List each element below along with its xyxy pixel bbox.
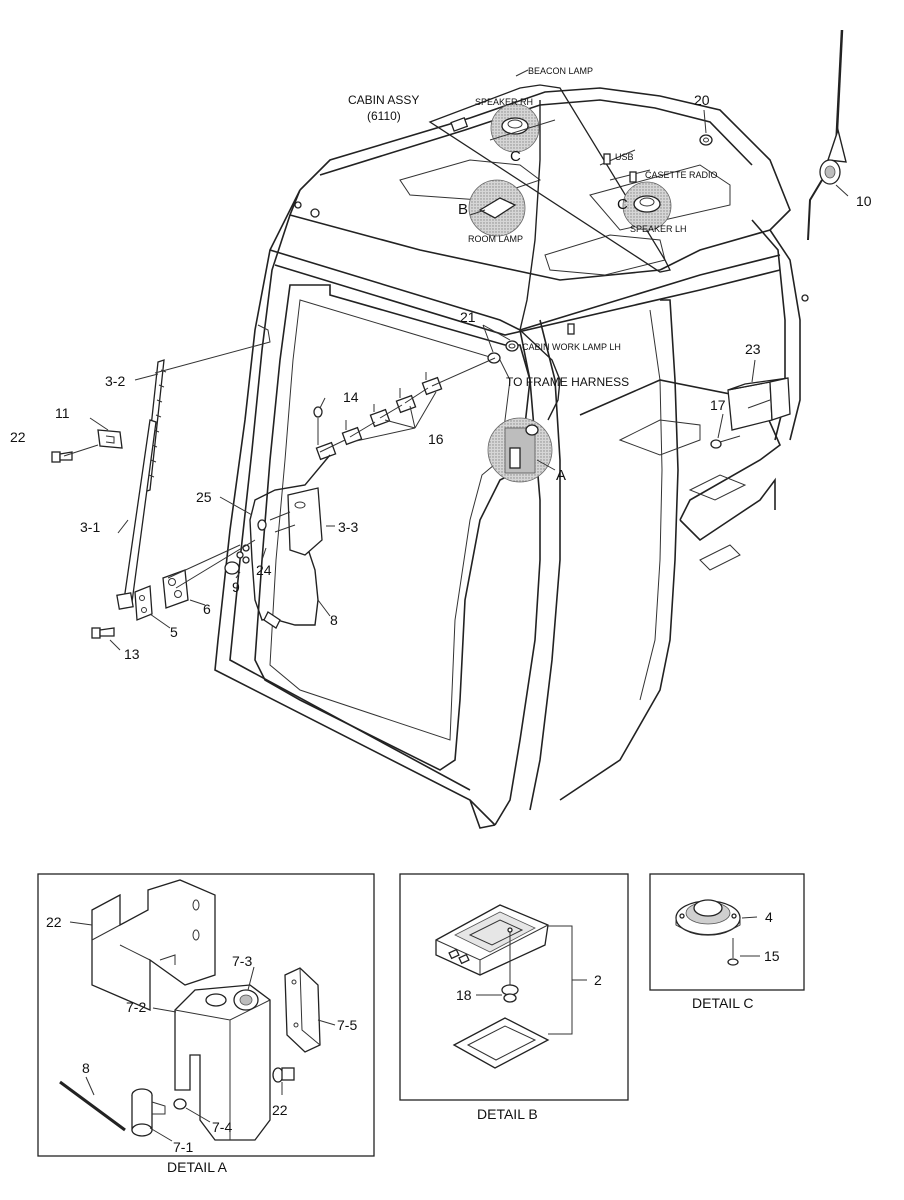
part-number-20: 20 xyxy=(694,92,710,108)
part-number-23: 23 xyxy=(745,341,761,357)
room-lamp-label: ROOM LAMP xyxy=(468,234,523,244)
washer-pump xyxy=(131,1088,166,1137)
part-number-13: 13 xyxy=(124,646,140,662)
cabin-assy-label: CABIN ASSY xyxy=(348,93,419,107)
detail-a-circle xyxy=(487,417,553,483)
tank-mounting-bracket xyxy=(284,967,321,1053)
detail-a-part-22-bottom: 22 xyxy=(272,1102,288,1118)
control-box xyxy=(727,377,791,431)
detail-b-part-2: 2 xyxy=(594,972,602,988)
detail-a-hose xyxy=(59,1080,126,1132)
wiper-pivot-plate xyxy=(134,585,153,621)
part-number-14: 14 xyxy=(343,389,359,405)
detail-b-title: DETAIL B xyxy=(477,1106,538,1122)
detail-c-circle-rh xyxy=(490,103,540,153)
detail-b-screw xyxy=(501,927,519,1003)
part-number-8: 8 xyxy=(330,612,338,628)
speaker-lh-label: SPEAKER LH xyxy=(630,224,687,234)
part-number-3-1: 3-1 xyxy=(80,519,100,535)
radio-connector xyxy=(629,171,637,183)
pump-grommet xyxy=(173,1098,187,1110)
speaker-rh-label: SPEAKER RH xyxy=(475,97,533,107)
harness-clips xyxy=(313,357,496,461)
detail-a-part-22-top: 22 xyxy=(46,914,62,930)
part-number-5: 5 xyxy=(170,624,178,640)
wiper-clip-bracket xyxy=(97,429,123,449)
room-lamp-body xyxy=(435,904,549,976)
usb-connector xyxy=(603,153,611,165)
speaker-unit xyxy=(675,899,741,936)
detail-c-title: DETAIL C xyxy=(692,995,753,1011)
cabin-work-lamp-label: CABIN WORK LAMP LH xyxy=(522,342,621,352)
detail-a-bolt xyxy=(272,1067,295,1083)
cabin-frame xyxy=(214,87,809,829)
detail-b-letter: B xyxy=(458,201,468,218)
usb-label: USB xyxy=(615,152,634,162)
part-number-3-3: 3-3 xyxy=(338,519,358,535)
cabin-assy-code: (6110) xyxy=(367,109,401,123)
detail-c-part-15: 15 xyxy=(764,948,780,964)
part-number-11: 11 xyxy=(55,405,70,421)
work-lamp-connector xyxy=(567,323,575,335)
antenna-cap xyxy=(699,134,713,146)
washer-hose xyxy=(249,454,331,626)
detail-b-part-18: 18 xyxy=(456,987,472,1003)
detail-c-letter-lh: C xyxy=(617,196,628,213)
part-number-21: 21 xyxy=(460,309,476,325)
bolt-17 xyxy=(710,435,741,449)
wiper-seal-plate xyxy=(162,569,189,609)
detail-a-part-7-3: 7-3 xyxy=(232,953,252,969)
part-number-6: 6 xyxy=(203,601,211,617)
detail-c-panel: 4 15 xyxy=(649,873,805,991)
part-number-16: 16 xyxy=(428,431,444,447)
detail-a-bracket xyxy=(91,879,216,1011)
frame-harness-wire xyxy=(519,329,561,421)
frame-harness-label: TO FRAME HARNESS xyxy=(506,375,629,389)
washer-tank xyxy=(174,984,271,1141)
detail-a-part-7-4: 7-4 xyxy=(212,1119,232,1135)
wiper-arm xyxy=(116,419,157,610)
part-number-24: 24 xyxy=(256,562,272,578)
detail-a-part-7-5: 7-5 xyxy=(337,1017,357,1033)
part-number-25: 25 xyxy=(196,489,212,505)
detail-c-part-4: 4 xyxy=(765,909,773,925)
harness-wire xyxy=(519,100,541,331)
part-number-17: 17 xyxy=(710,397,726,413)
bolt-13 xyxy=(91,627,115,639)
detail-b-circle xyxy=(468,179,526,237)
part-number-10: 10 xyxy=(856,193,872,209)
detail-c-circle-lh xyxy=(622,181,672,231)
detail-a-title: DETAIL A xyxy=(167,1159,228,1175)
part-number-22: 22 xyxy=(10,429,26,445)
speaker-screw xyxy=(727,938,739,966)
bolt-22 xyxy=(51,451,73,463)
beacon-lamp-label: BEACON LAMP xyxy=(528,66,593,76)
room-lamp-lens xyxy=(452,1017,550,1069)
roof-overlay-panel xyxy=(428,84,671,273)
detail-c-letter-rh: C xyxy=(510,148,521,165)
detail-a-part-8: 8 xyxy=(82,1060,90,1076)
part-number-9: 9 xyxy=(232,579,240,595)
leader-lines xyxy=(63,69,849,651)
detail-b-panel: 2 18 xyxy=(399,873,629,1101)
detail-a-letter: A xyxy=(556,467,566,484)
part-number-3-2: 3-2 xyxy=(105,373,125,389)
hose-fitting xyxy=(263,611,281,629)
detail-a-part-7-2: 7-2 xyxy=(126,999,146,1015)
antenna xyxy=(807,29,847,241)
casette-radio-label: CASETTE RADIO xyxy=(645,170,718,180)
detail-a-part-7-1: 7-1 xyxy=(173,1139,193,1155)
detail-a-panel: 22 7-3 7-2 7-5 8 22 7-4 7-1 xyxy=(37,873,375,1157)
